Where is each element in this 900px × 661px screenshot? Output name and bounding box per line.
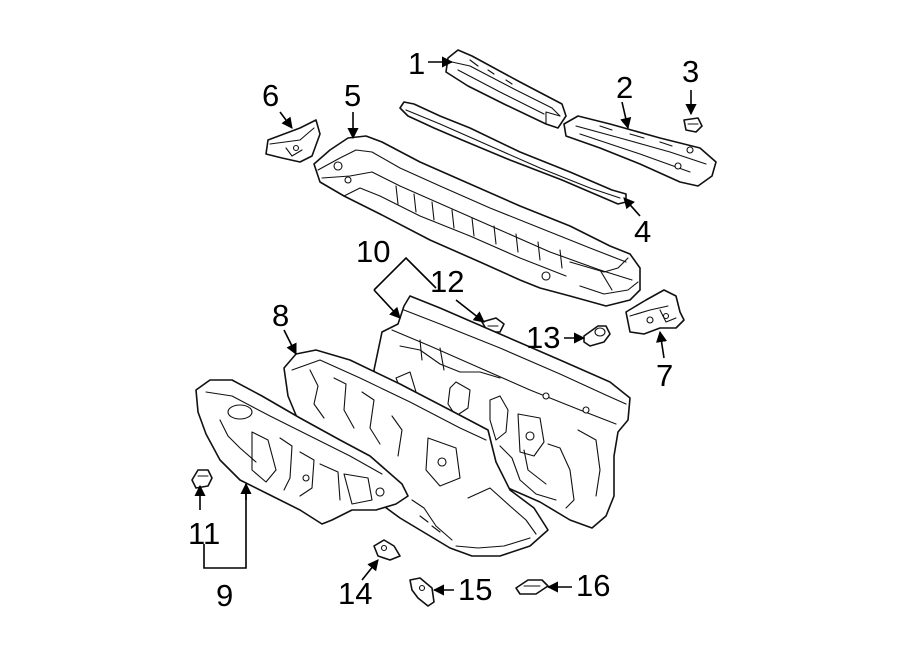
callout-3: 3 (682, 54, 699, 89)
part-9-insulator (195, 379, 409, 525)
part-15-clip (409, 577, 435, 607)
callout-14: 14 (338, 576, 372, 611)
callout-16: 16 (576, 568, 610, 603)
part-5-cowl-assembly (313, 135, 641, 307)
part-13-grommet (583, 325, 611, 347)
part-7-bracket (625, 289, 685, 335)
part-3-clip (683, 117, 703, 133)
leader-lines (194, 56, 697, 596)
part-2-cowl-panel (563, 115, 717, 187)
callout-9: 9 (216, 578, 233, 613)
callout-7: 7 (656, 358, 673, 393)
callout-2: 2 (616, 70, 633, 105)
callout-6: 6 (262, 78, 279, 113)
callout-15: 15 (458, 572, 492, 607)
callout-10: 10 (356, 234, 390, 269)
part-16-nut (515, 579, 549, 595)
callout-11: 11 (188, 516, 220, 551)
part-14-clip (373, 539, 401, 561)
callout-1: 1 (408, 46, 425, 81)
part-6-bracket (265, 119, 321, 163)
callout-8: 8 (272, 298, 289, 333)
part-11-plug (191, 469, 213, 489)
callout-5: 5 (344, 78, 361, 113)
callout-12: 12 (430, 264, 464, 299)
part-1-cowl-panel (445, 49, 567, 129)
callout-13: 13 (526, 320, 560, 355)
callout-4: 4 (634, 214, 651, 249)
